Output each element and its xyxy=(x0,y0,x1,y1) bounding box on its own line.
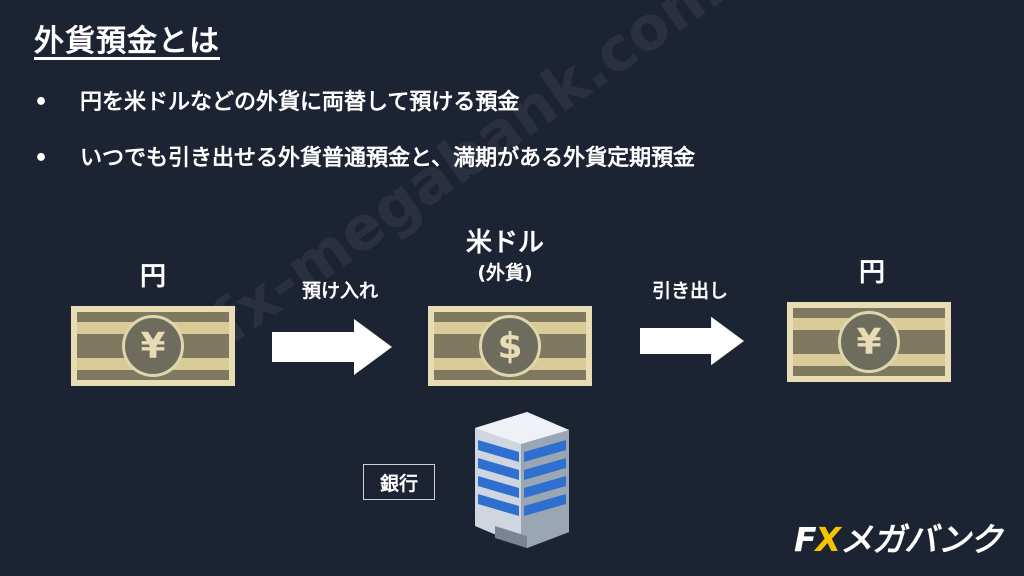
yen-symbol: ¥ xyxy=(122,315,184,377)
brand-logo: FXメガバンク xyxy=(794,520,1003,559)
usd-sub-label: (外貨) xyxy=(477,262,533,284)
withdraw-label: 引き出し xyxy=(651,280,728,302)
yen-symbol: ¥ xyxy=(838,311,900,373)
page-title: 外貨預金とは xyxy=(34,24,220,59)
bullet-marker: • xyxy=(34,90,49,115)
bullet-text: いつでも引き出せる外貨普通預金と、満期がある外貨定期預金 xyxy=(80,146,696,171)
bullet-item-1: • 円を米ドルなどの外貨に両替して預ける預金 xyxy=(34,84,519,116)
bank-building-icon xyxy=(475,412,569,548)
yen-label-left: 円 xyxy=(139,262,166,292)
bullet-text: 円を米ドルなどの外貨に両替して預ける預金 xyxy=(80,90,520,115)
dollar-bill-icon: $ xyxy=(428,306,592,386)
yen-bill-icon: ¥ xyxy=(71,306,235,386)
dollar-symbol: $ xyxy=(479,315,541,377)
deposit-label: 預け入れ xyxy=(301,280,378,302)
bank-label: 銀行 xyxy=(363,464,435,500)
yen-label-right: 円 xyxy=(858,258,885,288)
yen-bill-icon: ¥ xyxy=(787,302,951,382)
right-arrow-icon xyxy=(640,316,744,366)
watermark: fx-megabank.com xyxy=(200,0,736,358)
right-arrow-icon xyxy=(272,319,392,375)
bullet-item-2: • いつでも引き出せる外貨普通預金と、満期がある外貨定期預金 xyxy=(34,140,695,172)
bullet-marker: • xyxy=(34,146,49,171)
usd-label: 米ドル xyxy=(465,228,544,258)
